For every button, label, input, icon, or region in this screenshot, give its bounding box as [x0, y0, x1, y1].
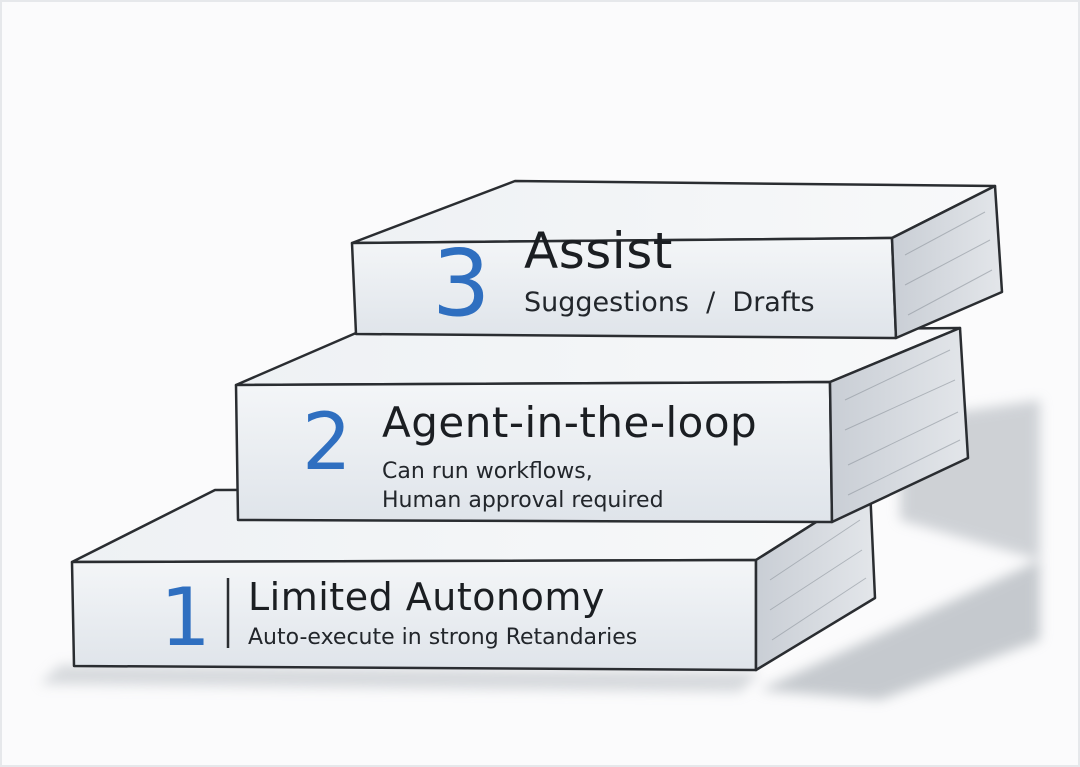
step-1-number: 1 [160, 571, 211, 664]
step-2-line-2: Human approval required [382, 488, 664, 513]
side-hatching [769, 211, 993, 641]
step-3-block [350, 179, 1004, 340]
ground-shadow [40, 400, 1040, 700]
step-3-subtitle: Suggestions / Drafts [524, 287, 815, 318]
step-2-side [828, 326, 970, 524]
step-2-number: 2 [302, 398, 352, 488]
step-3-side [890, 184, 1004, 340]
step-2-title: Agent-in-the-loop [382, 398, 758, 447]
step-2-block [234, 326, 970, 524]
step-3-title: Assist [524, 222, 673, 280]
step-1-title: Limited Autonomy [248, 575, 605, 619]
step-3-number: 3 [432, 230, 491, 337]
step-2-line-1: Can run workflows, [382, 459, 593, 484]
step-1-subtitle: Auto-execute in strong Retandaries [248, 625, 638, 650]
